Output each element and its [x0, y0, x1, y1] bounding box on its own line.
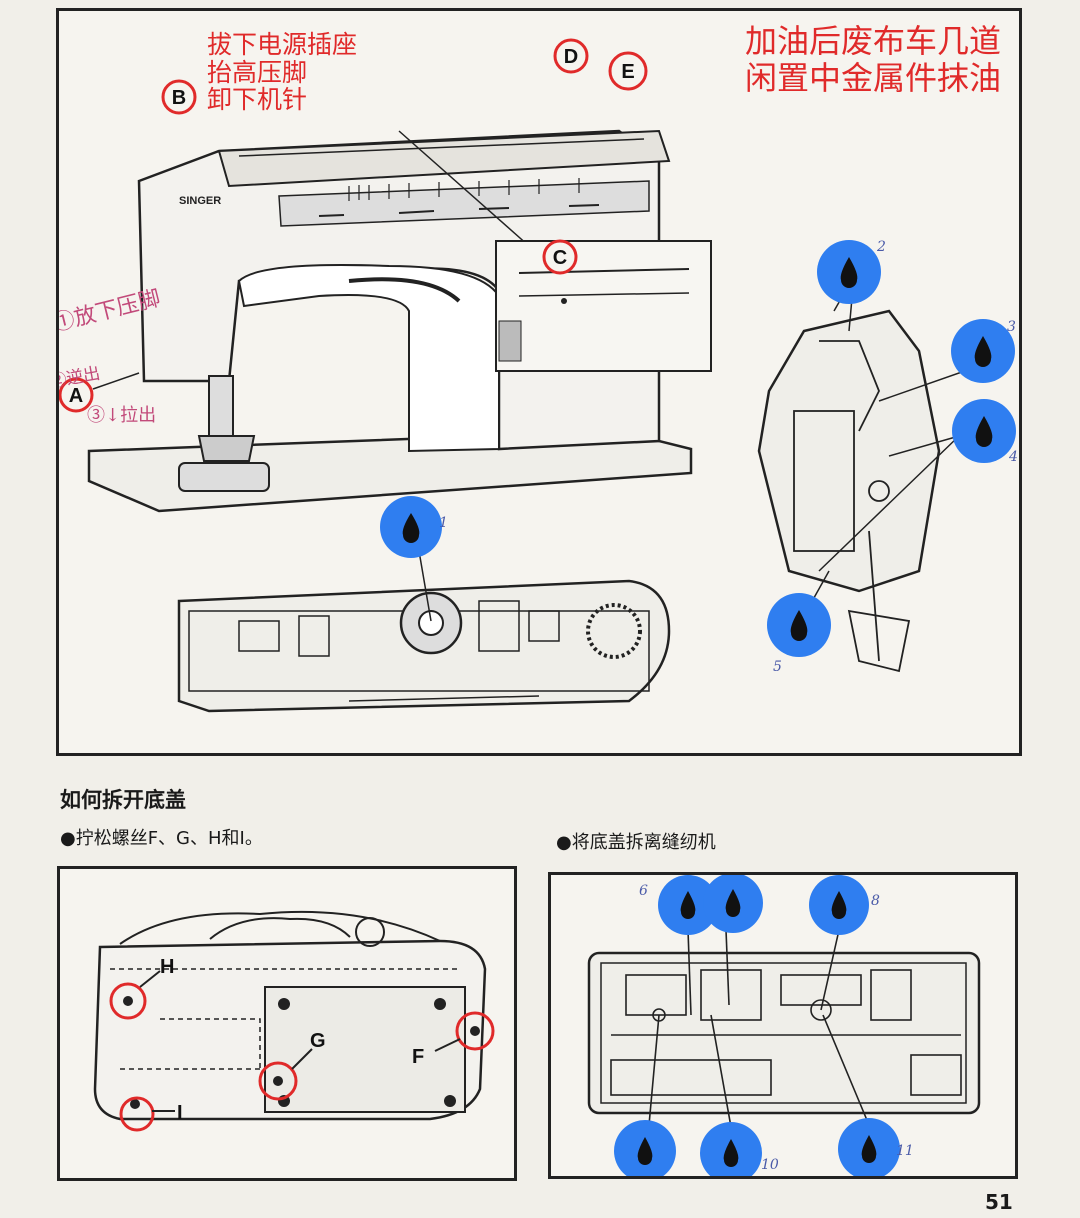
oil-drop-markers — [380, 240, 1016, 657]
marker-d — [553, 38, 589, 74]
svg-text:4: 4 — [1008, 449, 1018, 465]
label-i: I — [177, 1102, 183, 1124]
page-number: 51 — [985, 1190, 1013, 1214]
note-line-1: 拔下电源插座 — [207, 30, 358, 59]
screw-h-circle — [109, 982, 147, 1020]
screw-f-circle — [455, 1011, 495, 1051]
top-illustration-panel: SINGER — [56, 8, 1022, 756]
svg-text:E: E — [621, 61, 634, 83]
handwritten-step-3: ③↓拉出 — [87, 405, 157, 426]
svg-text:D: D — [564, 46, 578, 68]
label-h: H — [160, 956, 174, 978]
marker-b — [161, 79, 197, 115]
oil-num-6: 6 — [639, 883, 648, 899]
note-line-3: 卸下机针 — [207, 85, 308, 114]
bottom-cover-panel: H G F I — [57, 866, 517, 1181]
note-line-2: 抬高压脚 — [207, 57, 308, 87]
sewing-machine-drawing: SINGER — [59, 38, 1018, 713]
underside-panel: 6 8 10 11 — [548, 872, 1018, 1179]
oil-num-10: 10 — [761, 1157, 779, 1173]
bullet-remove-cover: ●将底盖拆离缝纫机 — [556, 832, 716, 853]
screw-g-circle — [258, 1061, 298, 1101]
svg-text:A: A — [69, 385, 83, 407]
bottom-cover-drawing: H G F I — [93, 910, 495, 1132]
oil-num-11: 11 — [896, 1143, 914, 1159]
svg-text:5: 5 — [773, 659, 782, 675]
screw-i-circle — [119, 1096, 155, 1132]
marker-c — [542, 239, 578, 275]
oil-num-1: 1 — [439, 515, 448, 531]
svg-text:B: B — [172, 87, 186, 109]
underside-drawing: 6 8 10 11 — [587, 875, 981, 1176]
oil-num-8: 8 — [871, 893, 880, 909]
brand-label: SINGER — [179, 195, 221, 207]
label-g: G — [310, 1030, 326, 1052]
label-f: F — [412, 1046, 424, 1068]
svg-text:2: 2 — [876, 239, 886, 255]
note-oil-line-2: 闲置中金属件抹油 — [744, 58, 1001, 97]
svg-text:C: C — [553, 247, 567, 269]
marker-a — [59, 377, 94, 413]
bullet-loosen-screws: ●拧松螺丝F、G、H和I。 — [60, 828, 263, 849]
note-remove-plug: 拔下电源插座 抬高压脚 卸下机针 — [207, 31, 357, 114]
oil-drop-markers-bottom — [614, 875, 900, 1176]
section-heading: 如何拆开底盖 — [60, 788, 186, 812]
note-oil-line-1: 加油后废布车几道 — [744, 22, 1001, 60]
svg-text:3: 3 — [1007, 319, 1016, 335]
marker-e — [608, 51, 648, 91]
note-oil-tips: 加油后废布车几道 闲置中金属件抹油 — [745, 23, 1001, 97]
